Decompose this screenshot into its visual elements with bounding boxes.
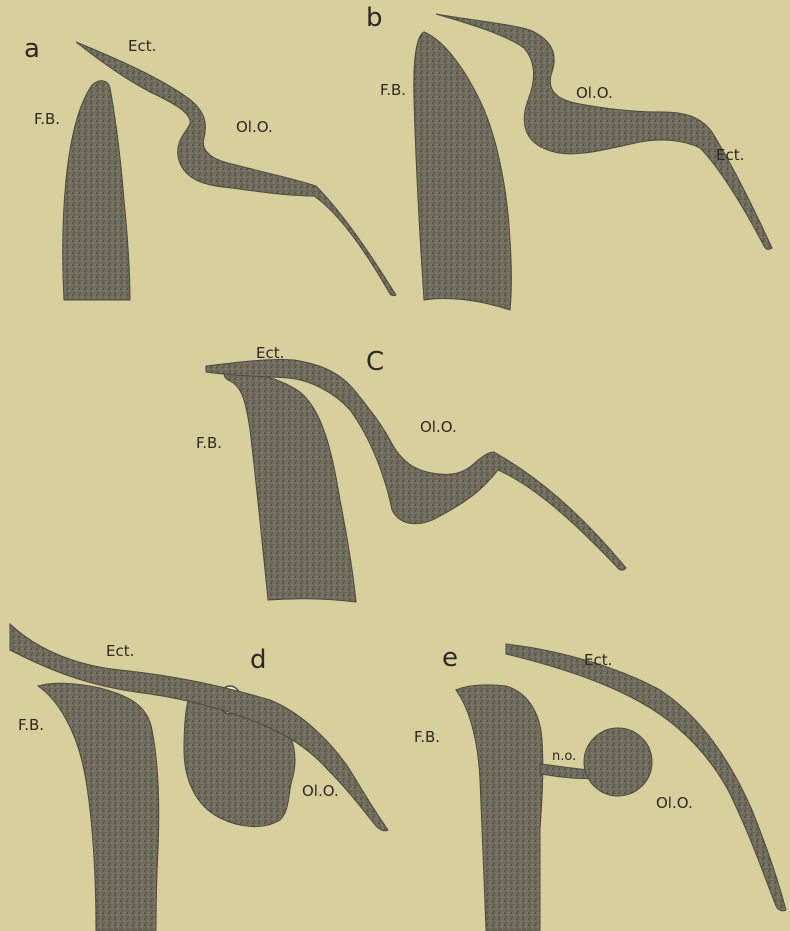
nerve-label-e: n.o. xyxy=(552,749,576,764)
panel-letter-a: a xyxy=(24,34,40,64)
panel-letter-e: e xyxy=(442,643,458,673)
forebrain-label-b: F.B. xyxy=(380,81,406,99)
ectoderm-label-c: Ect. xyxy=(256,344,284,362)
panel-b: b F.B. Ol.O. Ect. xyxy=(366,3,772,310)
forebrain-label-a: F.B. xyxy=(34,110,60,128)
panel-d: d Ect. F.B. Ol.O. xyxy=(10,624,388,931)
ectoderm-label-b: Ect. xyxy=(716,146,744,164)
olfactory-label-a: Ol.O. xyxy=(236,118,273,136)
panel-letter-d: d xyxy=(250,645,267,675)
olfactory-label-c: Ol.O. xyxy=(420,418,457,436)
forebrain-b xyxy=(414,32,512,310)
ectoderm-label-e: Ect. xyxy=(584,651,612,669)
panel-letter-b: b xyxy=(366,3,383,33)
panel-a: a Ect. F.B. Ol.O. xyxy=(24,34,396,300)
ectoderm-label-d: Ect. xyxy=(106,642,134,660)
olfactory-organ-e xyxy=(584,728,652,796)
forebrain-c xyxy=(224,372,356,602)
forebrain-label-e: F.B. xyxy=(414,728,440,746)
forebrain-e xyxy=(456,685,543,931)
panel-c: C Ect. F.B. Ol.O. xyxy=(196,344,626,602)
olfactory-label-d: Ol.O. xyxy=(302,782,339,800)
olfactory-label-e: Ol.O. xyxy=(656,794,693,812)
forebrain-label-d: F.B. xyxy=(18,716,44,734)
forebrain-label-c: F.B. xyxy=(196,434,222,452)
panel-e: e Ect. F.B. n.o. Ol.O. xyxy=(414,643,786,931)
olfactory-label-b: Ol.O. xyxy=(576,84,613,102)
panel-letter-c: C xyxy=(366,347,384,377)
forebrain-a xyxy=(63,81,130,300)
forebrain-d xyxy=(38,683,159,931)
ectoderm-label-a: Ect. xyxy=(128,37,156,55)
